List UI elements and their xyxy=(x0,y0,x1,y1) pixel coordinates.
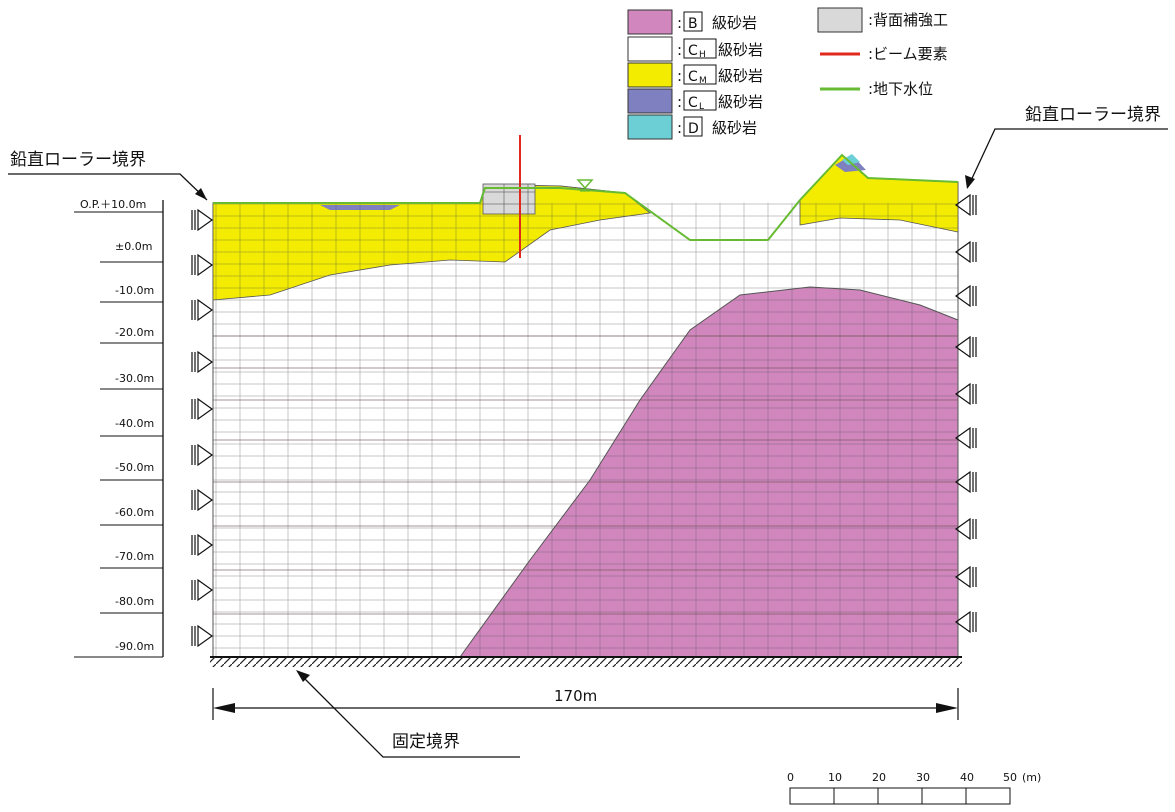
legend: : B 級砂岩 : C H 級砂岩 : C M 級砂岩 : C L 級砂岩 : … xyxy=(627,7,948,140)
scale-tick: 50 xyxy=(1003,771,1017,784)
svg-text::: : xyxy=(677,93,682,111)
legend-sub-cm: M xyxy=(699,76,707,86)
width-dimension: 170m xyxy=(212,687,959,720)
elev-label: -30.0m xyxy=(115,372,154,385)
scale-bar: 0 10 20 30 40 50 (m) xyxy=(787,771,1041,805)
right-boundary-label: 鉛直ローラー境界 xyxy=(1025,105,1161,125)
right-rollers xyxy=(954,193,977,634)
fixed-boundary-hatch xyxy=(210,657,962,667)
legend-label-ch: 級砂岩 xyxy=(718,41,763,59)
elev-label: -80.0m xyxy=(115,595,154,608)
groundwater-line xyxy=(213,153,959,241)
svg-text::: : xyxy=(677,41,682,59)
elev-label: -90.0m xyxy=(115,640,154,653)
elev-label: -10.0m xyxy=(115,284,154,297)
svg-text::: : xyxy=(677,14,682,32)
elev-label: -20.0m xyxy=(115,326,154,339)
legend-swatch-ch xyxy=(627,36,673,62)
legend-swatch-b xyxy=(627,9,673,35)
svg-text::: : xyxy=(677,67,682,85)
elev-label: -70.0m xyxy=(115,550,154,563)
water-level-marker xyxy=(576,179,594,190)
scale-tick: 40 xyxy=(960,771,974,784)
legend-key-ch: C xyxy=(688,43,698,59)
legend-swatch-cl xyxy=(627,88,673,114)
legend-label-cm: 級砂岩 xyxy=(718,67,763,85)
elev-label: -60.0m xyxy=(115,506,154,519)
scale-tick: 20 xyxy=(872,771,886,784)
width-label: 170m xyxy=(554,687,597,705)
legend-key-b: B xyxy=(688,16,698,32)
elev-label: O.P.＋10.0m xyxy=(80,198,146,211)
legend-label-water: :地下水位 xyxy=(868,80,933,98)
svg-text::: : xyxy=(677,119,682,137)
legend-label-b: 級砂岩 xyxy=(712,14,757,32)
legend-label-cl: 級砂岩 xyxy=(718,93,763,111)
legend-swatch-d xyxy=(627,114,673,140)
legend-key-cl: C xyxy=(688,95,698,111)
elev-label: -40.0m xyxy=(115,417,154,430)
elev-label: ±0.0m xyxy=(115,240,152,253)
legend-key-d: D xyxy=(688,121,699,137)
scale-unit: (m) xyxy=(1022,771,1041,784)
legend-swatch-reinforcement xyxy=(817,7,863,33)
legend-sub-cl: L xyxy=(699,102,704,112)
legend-swatch-cm xyxy=(627,62,673,88)
elev-label: -50.0m xyxy=(115,461,154,474)
legend-label-beam: :ビーム要素 xyxy=(868,45,948,63)
fem-model xyxy=(212,135,959,658)
left-boundary-label: 鉛直ローラー境界 xyxy=(10,150,146,170)
legend-label-reinforcement: :背面補強工 xyxy=(868,11,948,29)
scale-tick: 30 xyxy=(916,771,930,784)
left-rollers xyxy=(191,208,214,648)
legend-sub-ch: H xyxy=(699,50,706,60)
scale-tick: 0 xyxy=(787,771,794,784)
legend-key-cm: C xyxy=(688,69,698,85)
legend-label-d: 級砂岩 xyxy=(712,119,757,137)
elevation-ruler: O.P.＋10.0m ±0.0m -10.0m -20.0m -30.0m -4… xyxy=(74,198,164,658)
fixed-boundary-label: 固定境界 xyxy=(392,732,460,752)
scale-tick: 10 xyxy=(828,771,842,784)
d-patch xyxy=(842,154,860,165)
